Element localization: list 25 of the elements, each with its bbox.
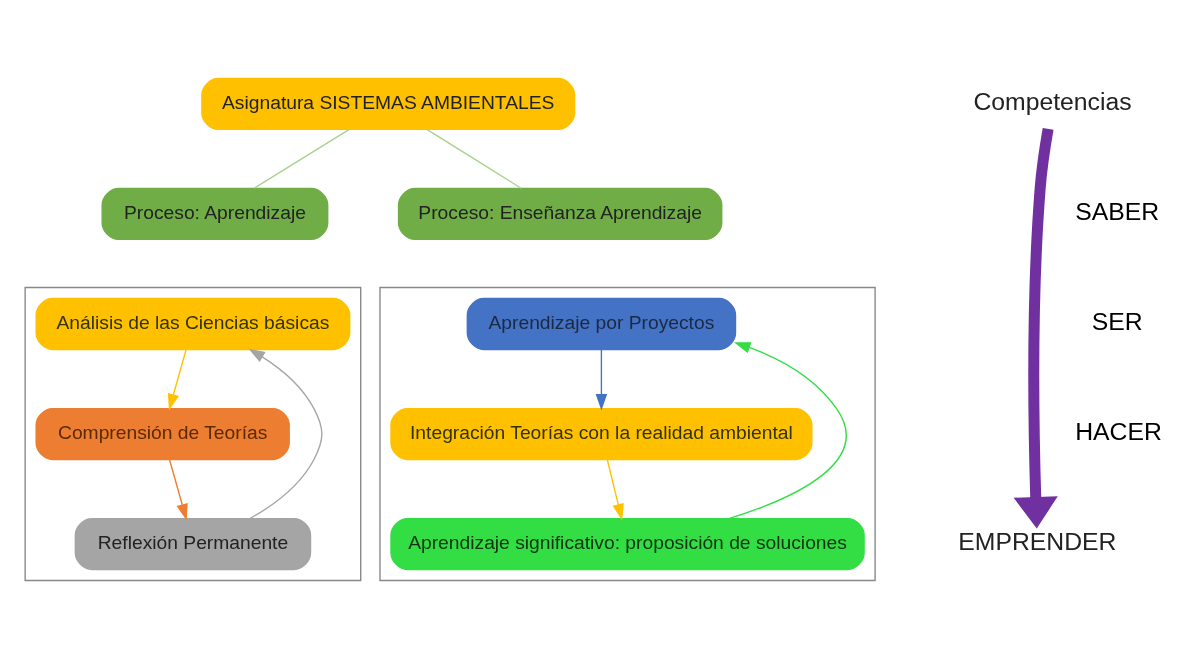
arrow: [728, 342, 847, 520]
label: SABER: [1075, 198, 1160, 226]
label: HACER: [1075, 418, 1162, 446]
node-text: EMPRENDER: [958, 528, 1117, 556]
arrow: [606, 459, 624, 521]
cluster: [24, 286, 362, 582]
node-box: Proceso: Enseñanza Aprendizaje: [397, 187, 723, 241]
node-box: Proceso: Aprendizaje: [101, 187, 329, 241]
node-text: Competencias: [973, 88, 1132, 115]
arrow: [168, 459, 188, 521]
label: SER: [1091, 308, 1143, 336]
node-box: Comprensión de Teorías: [35, 407, 290, 461]
cluster: [379, 286, 876, 582]
connector: [426, 128, 522, 189]
arrow: [1013, 127, 1058, 529]
arrow: [167, 349, 187, 411]
arrow: [248, 348, 323, 520]
node-box: Aprendizaje significativo: proposición de soluciones: [390, 517, 865, 571]
node-box: Reflexión Permanente: [74, 517, 312, 571]
arrow: [595, 349, 608, 411]
node-box: Asignatura SISTEMAS AMBIENTALES: [201, 77, 576, 131]
node-box: Integración Teorías con la realidad ambiental: [390, 407, 813, 461]
connector: [253, 128, 351, 189]
node-box: Aprendizaje por Proyectos: [466, 297, 737, 351]
node-box: Análisis de las Ciencias básicas: [35, 297, 351, 351]
